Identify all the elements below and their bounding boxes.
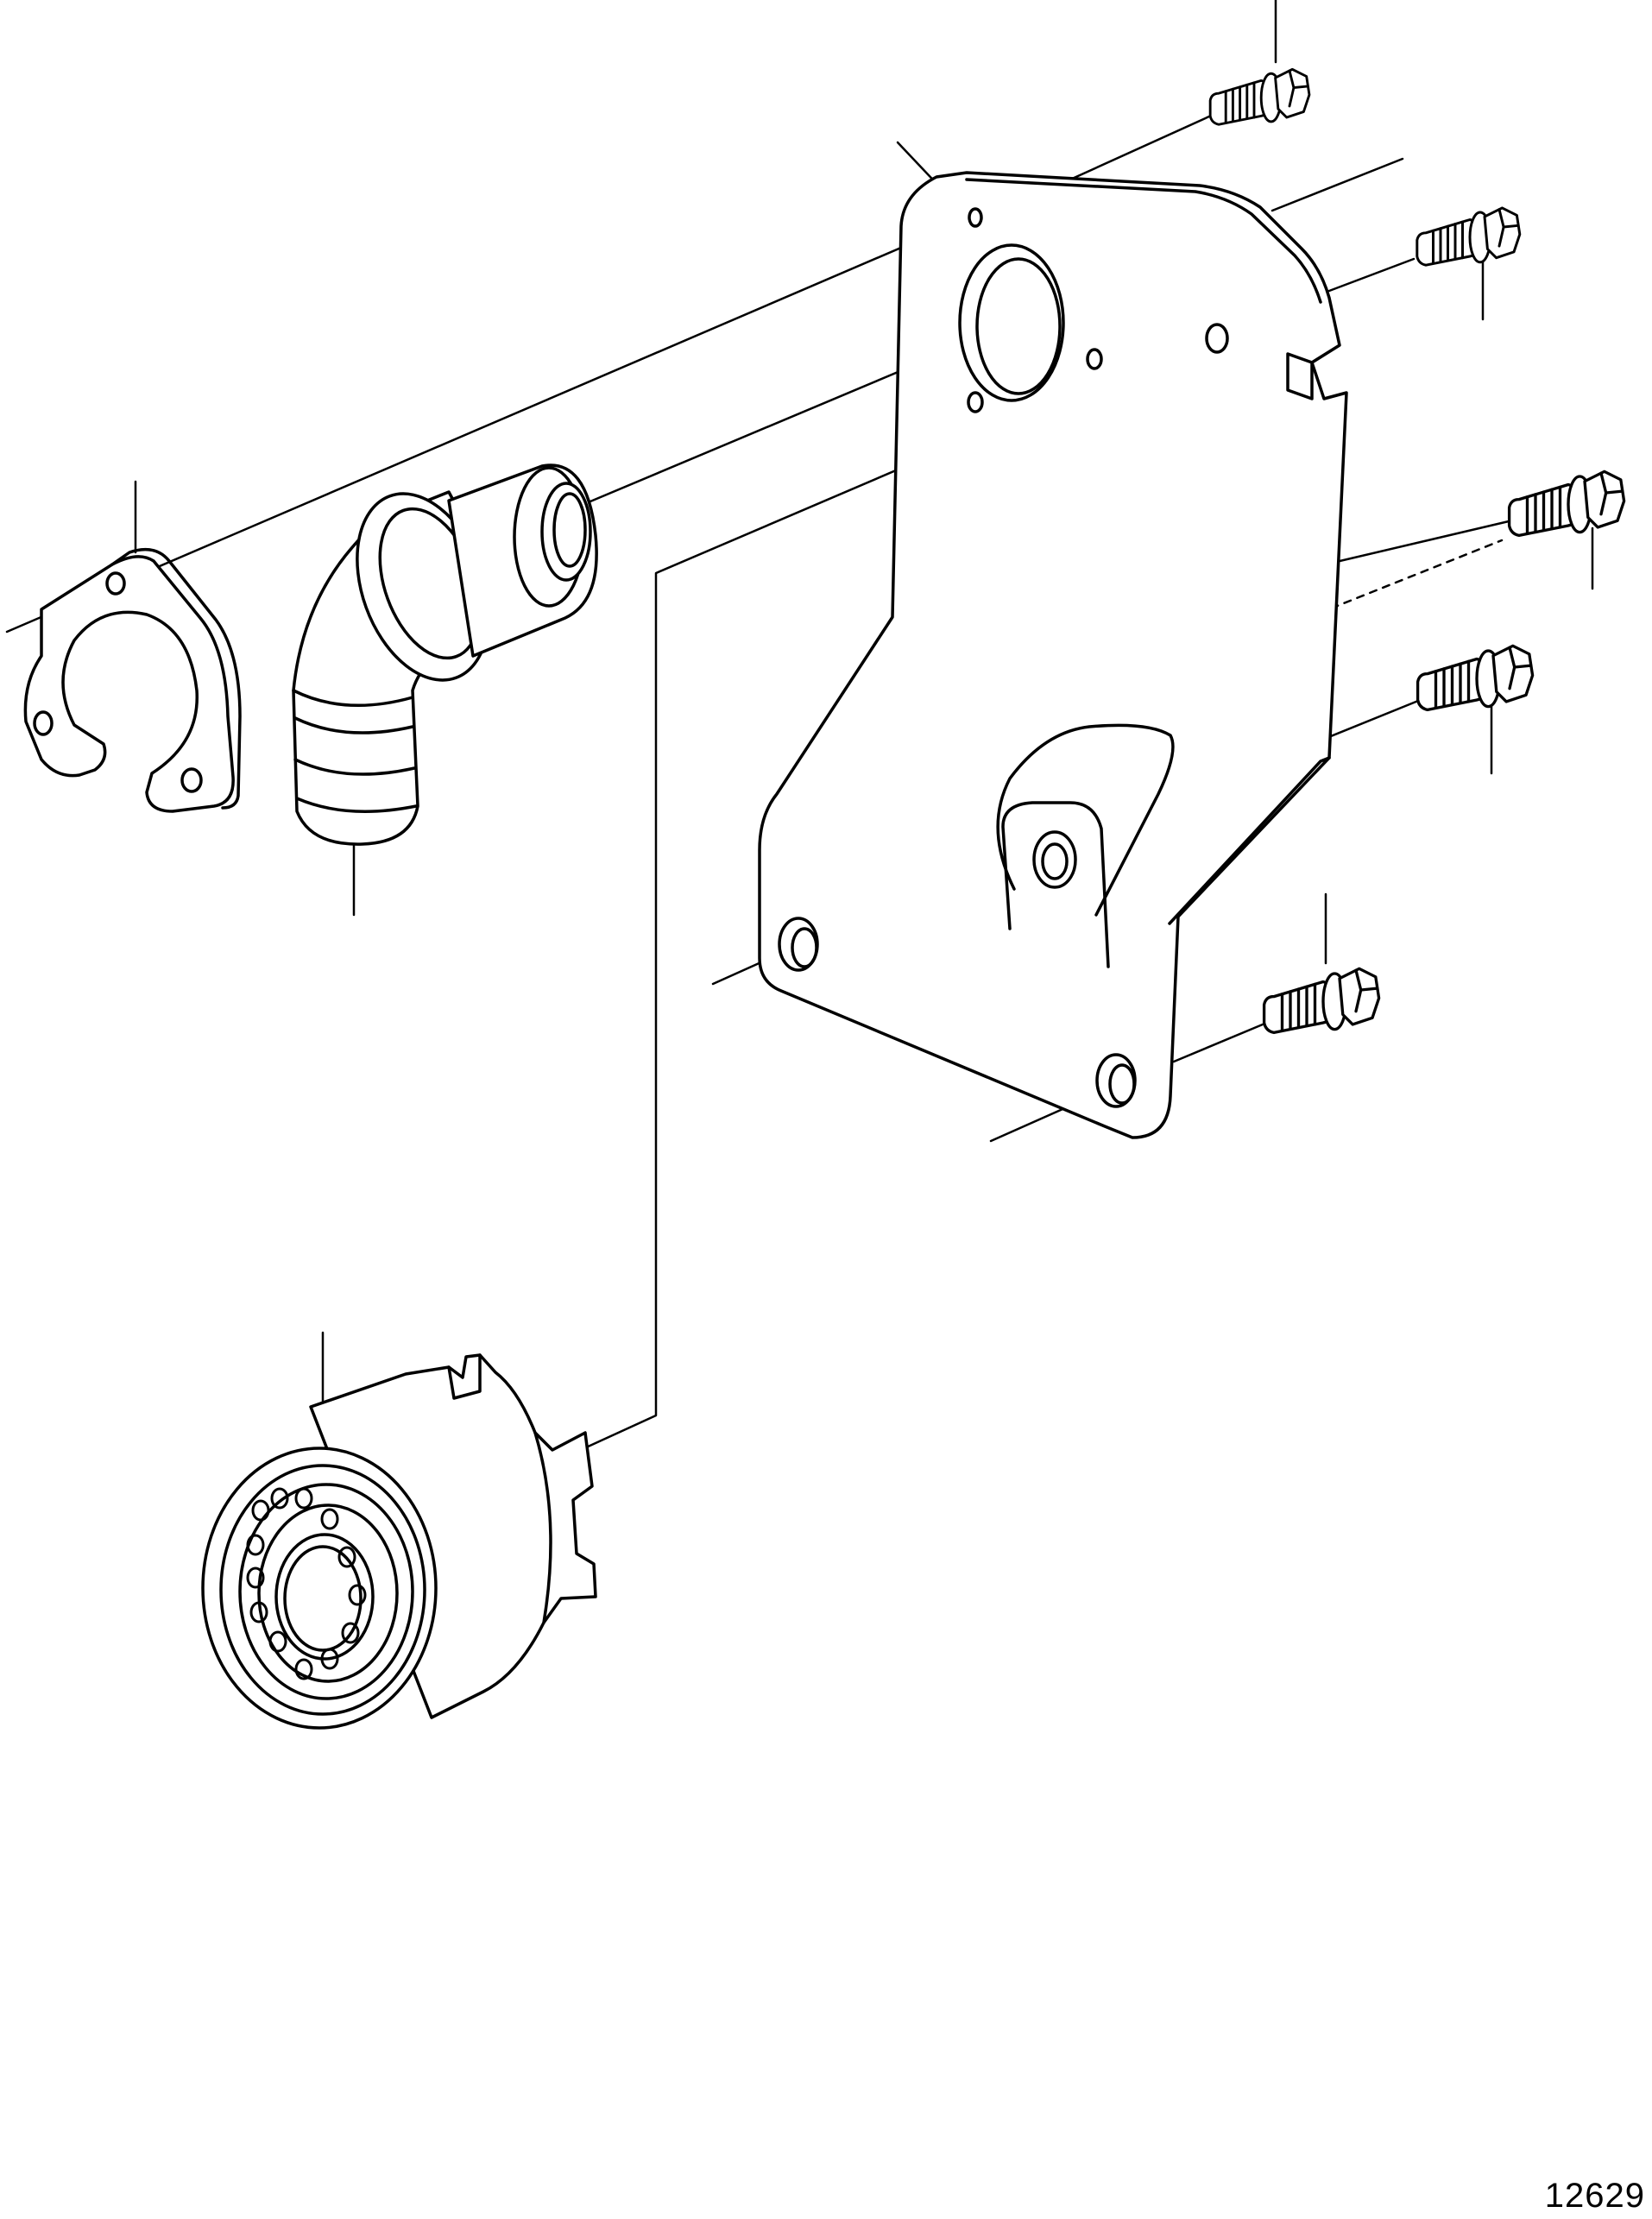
plate-large-hole-rim xyxy=(975,257,1062,395)
hose-band-3 xyxy=(295,797,418,813)
plate-boss xyxy=(1001,801,1110,968)
plate-tab xyxy=(1286,352,1314,400)
filter-rim-3 xyxy=(238,1483,414,1700)
plate-hole-lower-left-inner xyxy=(791,927,818,968)
axis-plate-edge xyxy=(1271,157,1404,212)
plate-hole-small-2 xyxy=(1086,348,1103,370)
clamp-body xyxy=(23,555,235,813)
hose-front-opening xyxy=(552,492,587,568)
clamp-flange[interactable] xyxy=(23,547,242,813)
axis-clamp xyxy=(5,214,977,634)
plate-hole-upper-right xyxy=(1205,323,1229,354)
leader-lines xyxy=(5,0,1594,1454)
hose-band-top xyxy=(292,689,414,707)
elbow-hose[interactable] xyxy=(292,463,598,846)
drawing-reference-number: 12629 xyxy=(1544,2177,1645,2215)
plate-boss-hole-inner xyxy=(1041,842,1069,880)
plate-hole-bottom-inner xyxy=(1108,1063,1136,1105)
filter-rear-slot-edge xyxy=(533,1431,552,1624)
hose-band-1 xyxy=(293,716,414,734)
plate-oval-slot xyxy=(996,723,1175,917)
clamp-hole-right xyxy=(180,767,203,793)
bolt-bottom[interactable] xyxy=(1262,967,1381,1035)
axis-bolt-bottom-b xyxy=(1172,1020,1271,1063)
hose-front-rim xyxy=(540,482,592,582)
plate-boss-hole-outer xyxy=(1032,830,1077,889)
axis-bolt-top xyxy=(1069,110,1220,181)
filter-rear-notch-top xyxy=(447,1353,482,1400)
bolt-right-lower[interactable] xyxy=(1416,644,1535,712)
filter-rear-body xyxy=(309,1353,597,1719)
plate-hole-small-1 xyxy=(968,207,983,228)
filter-hole-ring xyxy=(246,1487,367,1680)
clamp-hole-top xyxy=(105,571,126,596)
cylindrical-filter[interactable] xyxy=(201,1353,597,1730)
plate-inner-edge xyxy=(965,178,1322,304)
axis-bolt-upper-right xyxy=(1327,257,1416,293)
clamp-thickness xyxy=(110,547,242,810)
mounting-plate[interactable] xyxy=(758,171,1348,1139)
filter-center-opening-inner xyxy=(283,1545,363,1652)
plate-hole-small-3 xyxy=(967,391,984,413)
plate-right-edge xyxy=(1168,756,1331,925)
bolt-right-middle[interactable] xyxy=(1507,470,1626,538)
plate-large-hole xyxy=(958,243,1065,402)
filter-inner-face xyxy=(257,1503,399,1683)
filter-center-opening-outer xyxy=(274,1533,375,1661)
bolt-upper-right[interactable] xyxy=(1416,206,1522,267)
filter-rim-2 xyxy=(219,1464,426,1716)
plate-outline xyxy=(758,171,1348,1139)
filter-outer-rim xyxy=(201,1447,438,1730)
clamp-hole-left xyxy=(33,710,54,736)
bolt-top[interactable] xyxy=(1208,67,1311,126)
hose-band-2 xyxy=(293,758,416,776)
axis-bolt-right-middle xyxy=(1320,520,1510,567)
